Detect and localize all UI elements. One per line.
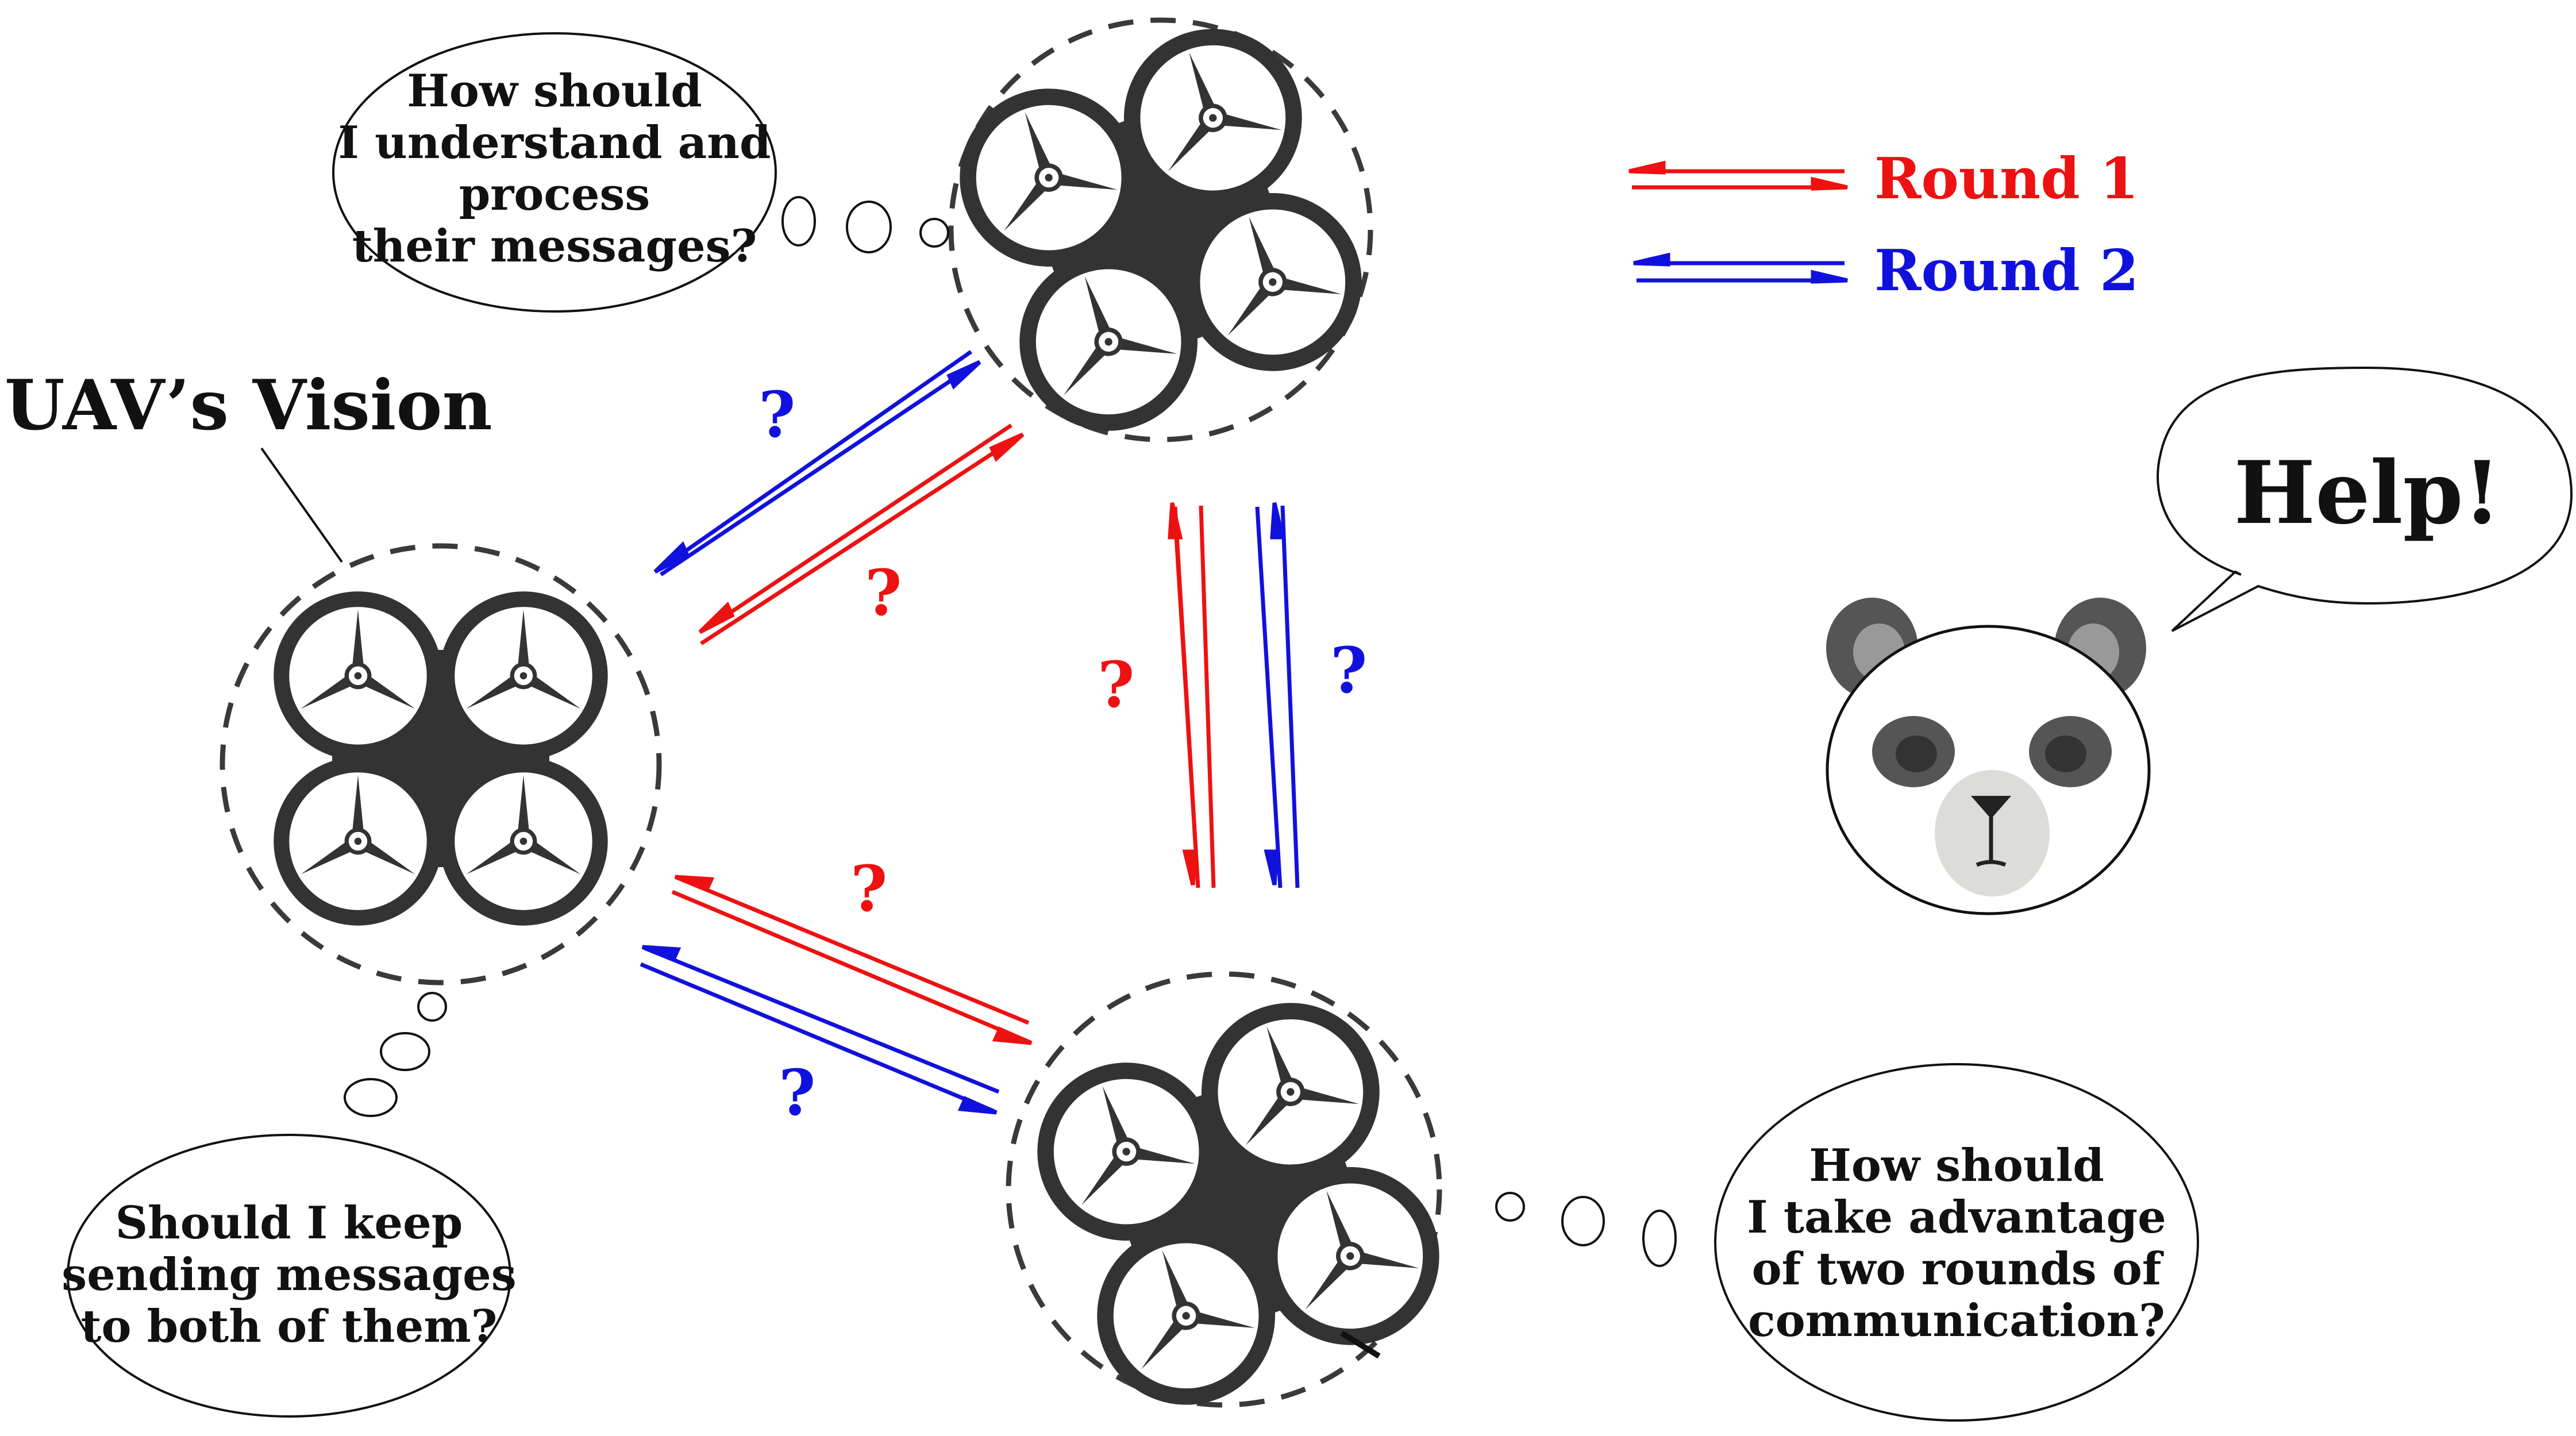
- arrow-top-left-round1: [698, 424, 1025, 645]
- panda-face-icon: [1826, 598, 2151, 915]
- bottom-drone-antenna: [1340, 1330, 1381, 1359]
- left-thought-line-2: sending messages: [61, 1249, 516, 1301]
- question-mark-top-bottom-round2: ?: [1330, 633, 1367, 707]
- legend-round1-label: Round 1: [1874, 146, 2139, 212]
- legend-round1: Round 1: [1628, 146, 2139, 212]
- bottom-thought-line-4: communication?: [1748, 1295, 2165, 1347]
- arrow-top-bottom-round1: [1168, 502, 1216, 888]
- arrow-left-bottom-round2: [640, 945, 1000, 1115]
- bottom-thought-line-1: How should: [1809, 1139, 2104, 1192]
- question-mark-top-left-round1: ?: [865, 556, 902, 630]
- question-mark-left-bottom-round1: ?: [850, 852, 887, 926]
- top-quadcopter-icon: [945, 14, 1376, 445]
- left-thought-line-3: to both of them?: [80, 1300, 497, 1353]
- diagram-title: UAV’s Vision: [5, 365, 492, 446]
- arrow-top-bottom-round2: [1255, 502, 1300, 888]
- bottom-drone-thought-bubble: How should I take advantage of two round…: [1495, 1063, 2199, 1422]
- left-quadcopter-icon: [282, 599, 600, 918]
- bottom-thought-line-3: of two rounds of: [1752, 1243, 2164, 1295]
- question-mark-left-bottom-round2: ?: [779, 1056, 815, 1130]
- top-thought-line-4: their messages?: [352, 220, 757, 272]
- top-thought-line-1: How should: [407, 65, 702, 117]
- question-mark-top-bottom-round1: ?: [1098, 648, 1134, 722]
- top-thought-line-2: I understand and: [338, 117, 771, 169]
- left-drone-thought-bubble: Should I keep sending messages to both o…: [61, 992, 517, 1418]
- arrow-top-left-round2: [653, 350, 981, 576]
- bottom-thought-line-2: I take advantage: [1747, 1191, 2166, 1243]
- legend-round2: Round 2: [1633, 238, 2139, 304]
- bottom-drone-vision-circle: [1006, 971, 1442, 1408]
- title-pointer-line: [260, 447, 343, 563]
- left-thought-line-1: Should I keep: [115, 1197, 463, 1249]
- help-text: Help!: [2234, 442, 2501, 544]
- help-speech-bubble: Help!: [2157, 366, 2573, 632]
- arrow-left-bottom-round1: [671, 875, 1033, 1045]
- top-drone-vision-circle: [948, 17, 1373, 442]
- top-drone-thought-bubble: How should I understand and process thei…: [332, 32, 949, 313]
- left-drone-vision-circle: [220, 543, 662, 985]
- legend-round2-label: Round 2: [1874, 238, 2139, 304]
- top-thought-line-3: process: [459, 168, 650, 221]
- question-mark-top-left-round2: ?: [758, 378, 795, 452]
